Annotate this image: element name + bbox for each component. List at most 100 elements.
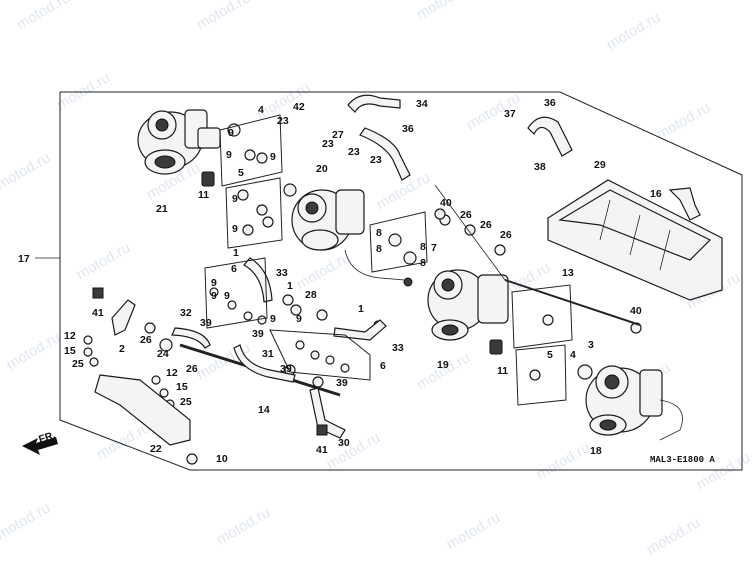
fitting-part	[243, 311, 253, 321]
callout-32: 32	[180, 307, 192, 319]
fitting-part	[83, 335, 93, 345]
hose-33a	[243, 257, 273, 303]
bracket-2	[111, 299, 136, 336]
fitting-part	[340, 363, 350, 373]
callout-5: 5	[238, 167, 244, 179]
watermark-text: motod.ru	[94, 419, 154, 463]
callout-16: 16	[650, 188, 662, 200]
bracket-22	[94, 374, 191, 446]
callout-41: 41	[316, 444, 328, 456]
watermark-text: motod.ru	[414, 0, 474, 23]
fitting-part	[542, 314, 554, 326]
callout-26: 26	[500, 229, 512, 241]
callout-15: 15	[176, 381, 188, 393]
watermark-text: motod.ru	[14, 0, 74, 33]
hose-31	[233, 344, 296, 383]
hose-36a	[359, 127, 411, 181]
fitting-part	[310, 350, 320, 360]
callout-9: 9	[232, 193, 238, 205]
watermark-text: motod.ru	[654, 99, 714, 143]
callout-11: 11	[198, 189, 209, 201]
watermark-text: motod.ru	[604, 9, 664, 53]
fitting-part	[256, 152, 268, 164]
callout-20: 20	[316, 163, 328, 175]
callout-15: 15	[64, 345, 76, 357]
watermark-text: motod.ru	[194, 0, 254, 33]
callout-11: 11	[497, 365, 508, 377]
watermark-text: motod.ru	[0, 499, 53, 543]
callout-28: 28	[305, 289, 317, 301]
group-box-6a	[204, 257, 268, 329]
callout-9: 9	[224, 290, 230, 302]
watermark-text: motod.ru	[0, 149, 53, 193]
fitting-part	[577, 364, 593, 380]
fitting-part	[89, 357, 99, 367]
watermark-text: motod.ru	[4, 329, 64, 373]
fitting-part	[403, 251, 417, 265]
callout-39: 39	[252, 328, 264, 340]
clip-10	[186, 453, 198, 465]
callout-33: 33	[276, 267, 288, 279]
fitting-part	[237, 189, 249, 201]
callout-26: 26	[140, 334, 152, 346]
callout-12: 12	[166, 367, 178, 379]
spring-11a	[201, 171, 215, 187]
fitting-part	[316, 309, 328, 321]
callout-8: 8	[420, 257, 426, 269]
fitting-part	[464, 224, 476, 236]
callout-33: 33	[392, 342, 404, 354]
callout-31: 31	[262, 348, 274, 360]
fitting-part	[290, 304, 302, 316]
callout-9: 9	[270, 313, 276, 325]
front-arrow-icon	[22, 437, 58, 455]
carburetor-18	[585, 365, 683, 441]
callout-39: 39	[280, 363, 292, 375]
callout-4: 4	[570, 349, 576, 361]
fitting-part	[83, 347, 93, 357]
callout-22: 22	[150, 443, 162, 455]
callout-4: 4	[258, 104, 264, 116]
callout-9: 9	[232, 223, 238, 235]
group-box-5	[225, 177, 283, 249]
fitting-part	[388, 233, 402, 247]
callout-38: 38	[534, 161, 546, 173]
fitting-part	[434, 208, 446, 220]
callout-17: 17	[18, 253, 30, 265]
group-box-5b	[515, 344, 567, 406]
group-box-4	[219, 114, 283, 187]
callout-36: 36	[544, 97, 556, 109]
fitting-part	[227, 300, 237, 310]
callout-6: 6	[380, 360, 386, 372]
callout-13: 13	[562, 267, 574, 279]
callout-30: 30	[338, 437, 350, 449]
callout-8: 8	[420, 241, 426, 253]
fittings	[83, 123, 642, 409]
callout-1: 1	[358, 303, 364, 315]
callout-9: 9	[228, 127, 234, 139]
callout-23: 23	[322, 138, 334, 150]
fitting-part	[257, 315, 267, 325]
callout-6: 6	[231, 263, 237, 275]
shaft-13	[504, 279, 641, 326]
callout-39: 39	[200, 317, 212, 329]
callout-29: 29	[594, 159, 606, 171]
spring-11b	[489, 339, 503, 355]
callout-7: 7	[431, 242, 437, 254]
watermark-text: motod.ru	[324, 429, 384, 473]
callout-39: 39	[336, 377, 348, 389]
callout-23: 23	[277, 115, 289, 127]
fitting-part	[144, 322, 156, 334]
fitting-part	[529, 369, 541, 381]
assembly-frame	[59, 91, 743, 471]
callout-24: 24	[157, 348, 169, 360]
callout-25: 25	[72, 358, 84, 370]
callout-36: 36	[402, 123, 414, 135]
callout-9: 9	[226, 149, 232, 161]
fitting-part	[256, 204, 268, 216]
watermark-text: motod.ru	[444, 509, 504, 553]
group-box-6b	[269, 329, 371, 381]
fitting-part	[325, 355, 335, 365]
watermark-text: motod.ru	[74, 239, 134, 283]
